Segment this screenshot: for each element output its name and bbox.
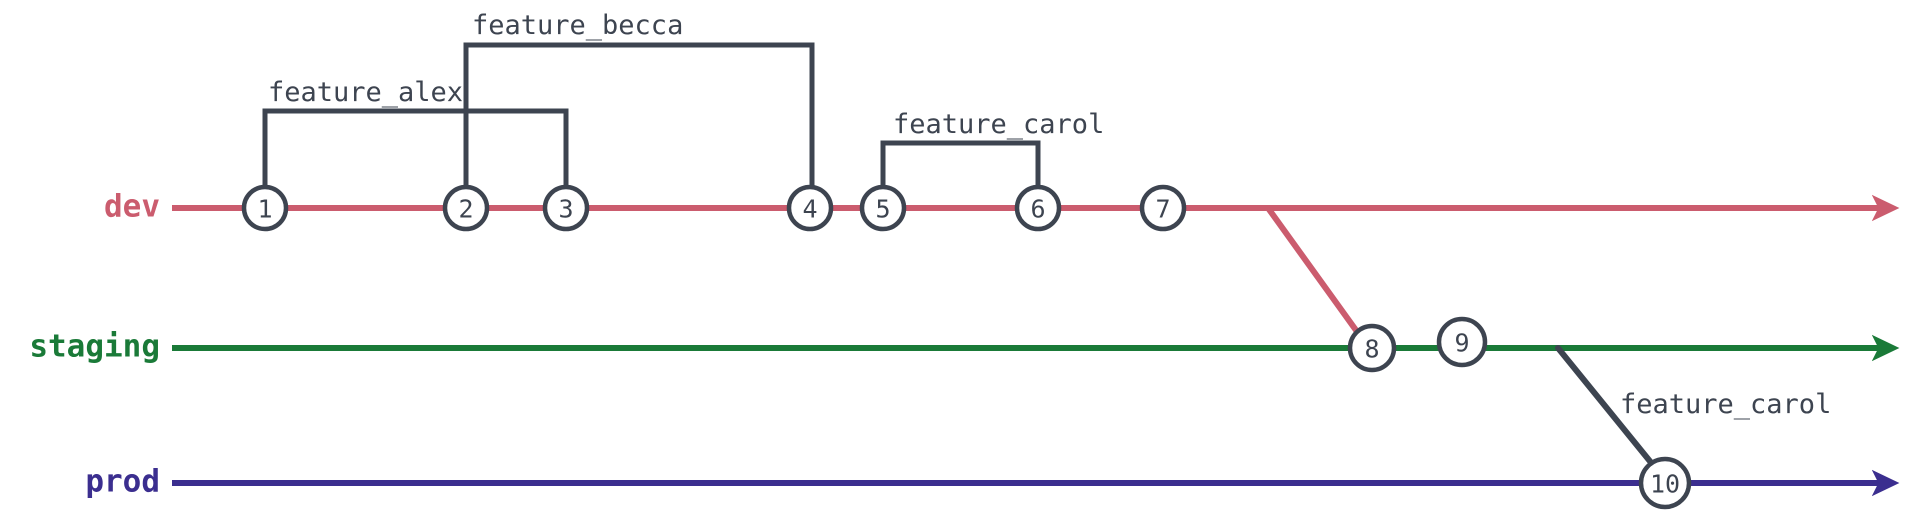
commit-node-label: 10 — [1650, 470, 1680, 499]
merge-edge-staging-to-prod — [1555, 345, 1656, 468]
commit-node-label: 8 — [1364, 335, 1379, 364]
commit-node-7[interactable]: 7 — [1139, 184, 1187, 232]
commit-node-label: 7 — [1155, 195, 1170, 224]
commit-node-3[interactable]: 3 — [542, 184, 590, 232]
branch-label-feature-carol: feature_carol — [893, 109, 1104, 140]
commit-node-label: 2 — [458, 195, 473, 224]
commit-node-label: 6 — [1030, 195, 1045, 224]
bracket-feature-carol — [880, 140, 1041, 208]
commit-nodes: 1 2 3 4 5 6 7 — [241, 184, 1692, 510]
commit-node-circle[interactable] — [542, 184, 590, 232]
lane-labels: dev staging prod — [29, 189, 160, 500]
merge-edge-dev-to-staging — [1265, 205, 1361, 336]
commit-node-5[interactable]: 5 — [859, 184, 907, 232]
commit-node-label: 4 — [802, 195, 817, 224]
commit-node-2[interactable]: 2 — [442, 184, 490, 232]
commit-node-label: 1 — [257, 195, 272, 224]
branch-labels: feature_alex feature_becca feature_carol… — [268, 10, 1831, 420]
commit-node-circle[interactable] — [1347, 323, 1397, 373]
branch-label-feature-carol-prod: feature_carol — [1620, 389, 1831, 420]
commit-node-10[interactable]: 10 — [1638, 456, 1692, 510]
branch-label-feature-becca: feature_becca — [472, 10, 683, 41]
commit-node-circle[interactable] — [786, 184, 834, 232]
commit-node-label: 3 — [558, 195, 573, 224]
commit-node-circle[interactable] — [241, 184, 289, 232]
commit-node-label: 9 — [1454, 329, 1469, 358]
commit-node-circle[interactable] — [1139, 184, 1187, 232]
bracket-feature-alex — [262, 108, 569, 208]
commit-node-6[interactable]: 6 — [1014, 184, 1062, 232]
commit-node-4[interactable]: 4 — [786, 184, 834, 232]
commit-node-9[interactable]: 9 — [1436, 316, 1488, 368]
commit-node-circle[interactable] — [1014, 184, 1062, 232]
lane-label-prod: prod — [85, 464, 160, 500]
commit-node-8[interactable]: 8 — [1347, 323, 1397, 373]
commit-node-circle[interactable] — [1638, 456, 1692, 510]
lane-lines — [172, 194, 1900, 497]
merge-edges — [1265, 205, 1656, 468]
branch-brackets — [262, 42, 1041, 208]
branch-label-feature-alex: feature_alex — [268, 77, 463, 108]
commit-node-circle[interactable] — [442, 184, 490, 232]
lane-label-dev: dev — [104, 189, 160, 225]
commit-node-circle[interactable] — [859, 184, 907, 232]
commit-node-1[interactable]: 1 — [241, 184, 289, 232]
commit-node-circle[interactable] — [1436, 316, 1488, 368]
lane-label-staging: staging — [29, 329, 160, 365]
commit-node-label: 5 — [875, 195, 890, 224]
bracket-feature-becca — [463, 42, 815, 208]
